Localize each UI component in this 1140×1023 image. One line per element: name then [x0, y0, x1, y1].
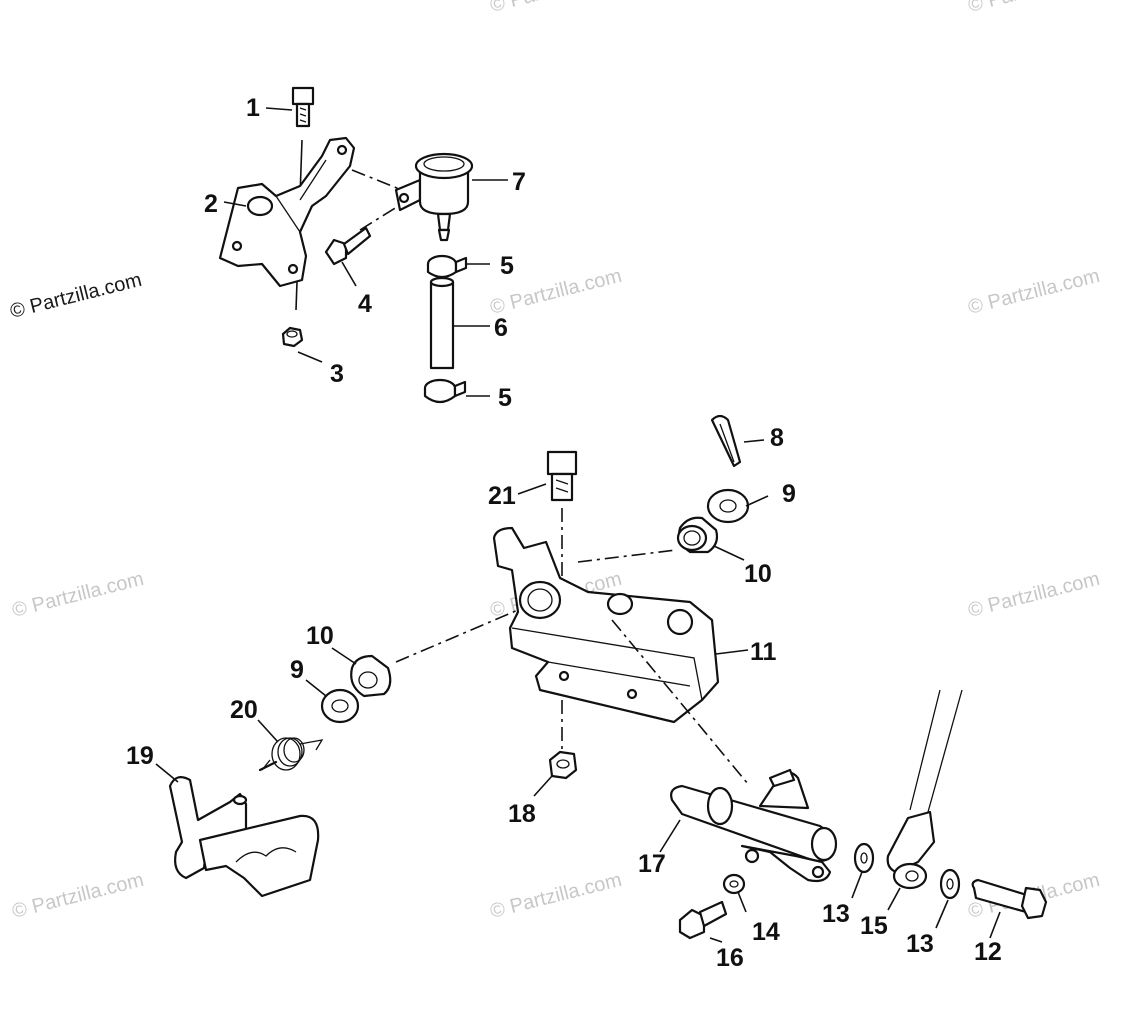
- part-5-hose-clamp-upper[interactable]: [426, 254, 468, 279]
- part-9-washer-right[interactable]: [706, 488, 750, 524]
- watermark: © Partzilla.com: [966, 568, 1102, 622]
- callout-12: 12: [974, 938, 1002, 966]
- part-13-washer-right[interactable]: [939, 868, 961, 900]
- callout-14: 14: [752, 918, 780, 946]
- part-15-rod-end[interactable]: [886, 689, 963, 890]
- callout-6: 6: [494, 314, 508, 342]
- callout-18: 18: [508, 800, 536, 828]
- callout-9-right: 9: [782, 480, 796, 508]
- callout-21: 21: [488, 482, 516, 510]
- callout-5-upper: 5: [500, 252, 514, 280]
- part-17-pivot-shaft[interactable]: [670, 768, 838, 883]
- part-4-screw[interactable]: [324, 226, 372, 266]
- part-1-bolt[interactable]: [291, 86, 315, 128]
- part-14-washer[interactable]: [722, 873, 746, 895]
- part-9-washer-left[interactable]: [320, 688, 360, 724]
- part-7-fluid-reservoir[interactable]: [394, 152, 474, 242]
- callout-7: 7: [512, 168, 526, 196]
- part-2-mount-bracket[interactable]: [218, 136, 356, 288]
- callout-5-lower: 5: [498, 384, 512, 412]
- watermark: © Partzilla.com: [10, 869, 146, 923]
- callout-3: 3: [330, 360, 344, 388]
- watermark: © Partzilla.com: [488, 869, 624, 923]
- callout-10-left: 10: [306, 622, 334, 650]
- callout-11: 11: [750, 638, 777, 666]
- part-18-nut[interactable]: [548, 750, 578, 780]
- callout-10-right: 10: [744, 560, 772, 588]
- callout-15: 15: [860, 912, 888, 940]
- watermark: © Partzilla.com: [966, 265, 1102, 319]
- callout-4: 4: [358, 290, 372, 318]
- watermark: © Partzilla.com: [488, 0, 624, 17]
- callout-19: 19: [126, 742, 154, 770]
- watermark: © Partzilla.com: [10, 568, 146, 622]
- watermark: © Partzilla.com: [966, 0, 1102, 17]
- part-13-washer-left[interactable]: [853, 842, 875, 874]
- callout-16: 16: [716, 944, 744, 972]
- part-12-bolt[interactable]: [971, 878, 1048, 920]
- watermark-main: © Partzilla.com: [8, 269, 144, 323]
- part-8-cotter-pin[interactable]: [710, 414, 742, 468]
- part-19-lever[interactable]: [168, 775, 320, 898]
- part-21-bolt[interactable]: [546, 450, 578, 502]
- part-6-hose[interactable]: [429, 276, 455, 370]
- part-16-bolt[interactable]: [678, 900, 728, 940]
- part-20-spring[interactable]: [258, 737, 324, 772]
- part-5-hose-clamp-lower[interactable]: [423, 378, 467, 404]
- callout-2: 2: [204, 190, 218, 218]
- callout-20: 20: [230, 696, 258, 724]
- callout-17: 17: [638, 850, 666, 878]
- callout-1: 1: [246, 94, 260, 122]
- callout-labels: 1 2 3 4 5 6 5 7 8 9 10 11 21 10 9 20 19 …: [126, 94, 1002, 972]
- callout-13-left: 13: [822, 900, 850, 928]
- part-10-bushing-left[interactable]: [350, 654, 392, 698]
- part-11-bracket-plate[interactable]: [492, 526, 720, 724]
- callout-8: 8: [770, 424, 784, 452]
- part-3-nut[interactable]: [281, 326, 304, 348]
- callout-13-right: 13: [906, 930, 934, 958]
- callout-9-left: 9: [290, 656, 304, 684]
- part-10-bushing-right[interactable]: [676, 516, 719, 554]
